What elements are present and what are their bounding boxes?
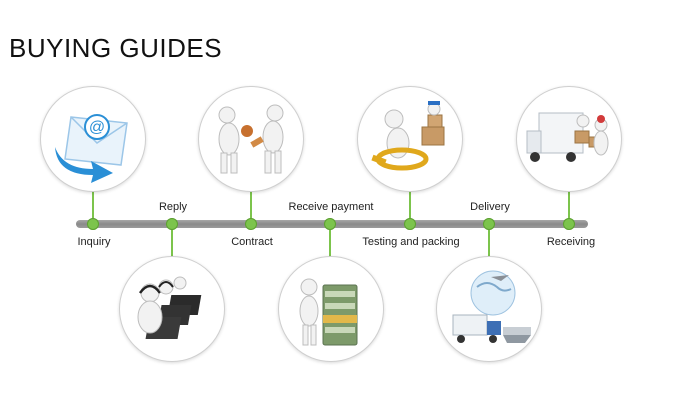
stem-reply [171,228,173,258]
timeline-node-delivery [483,218,495,230]
stem-contract [250,188,252,220]
timeline-node-reply [166,218,178,230]
timeline-node-inquiry [87,218,99,230]
timeline-node-testing-and-packing [404,218,416,230]
timeline-node-receiving [563,218,575,230]
stem-receive-payment [329,228,331,258]
delivery-truck-icon [516,86,622,192]
stem-receiving [568,188,570,220]
timeline-node-contract [245,218,257,230]
page-title: BUYING GUIDES [9,33,223,63]
stem-delivery [488,228,490,258]
step-label-inquiry: Inquiry [77,236,111,248]
handshake-contract-icon [198,86,304,192]
step-label-receive-payment: Receive payment [288,201,374,213]
magnifier-inspection-icon [357,86,463,192]
call-center-icon [119,256,225,362]
step-label-delivery: Delivery [470,201,510,213]
step-label-testing-and-packing: Testing and packing [362,236,460,248]
stem-inquiry [92,188,94,220]
global-shipping-icon [436,256,542,362]
timeline-node-receive-payment [324,218,336,230]
stem-testing-and-packing [409,188,411,220]
email-icon: @ [40,86,146,192]
step-label-contract: Contract [231,236,273,248]
step-label-receiving: Receiving [546,236,596,248]
svg-text:@: @ [89,119,105,136]
step-label-reply: Reply [158,201,188,213]
money-stack-icon [278,256,384,362]
